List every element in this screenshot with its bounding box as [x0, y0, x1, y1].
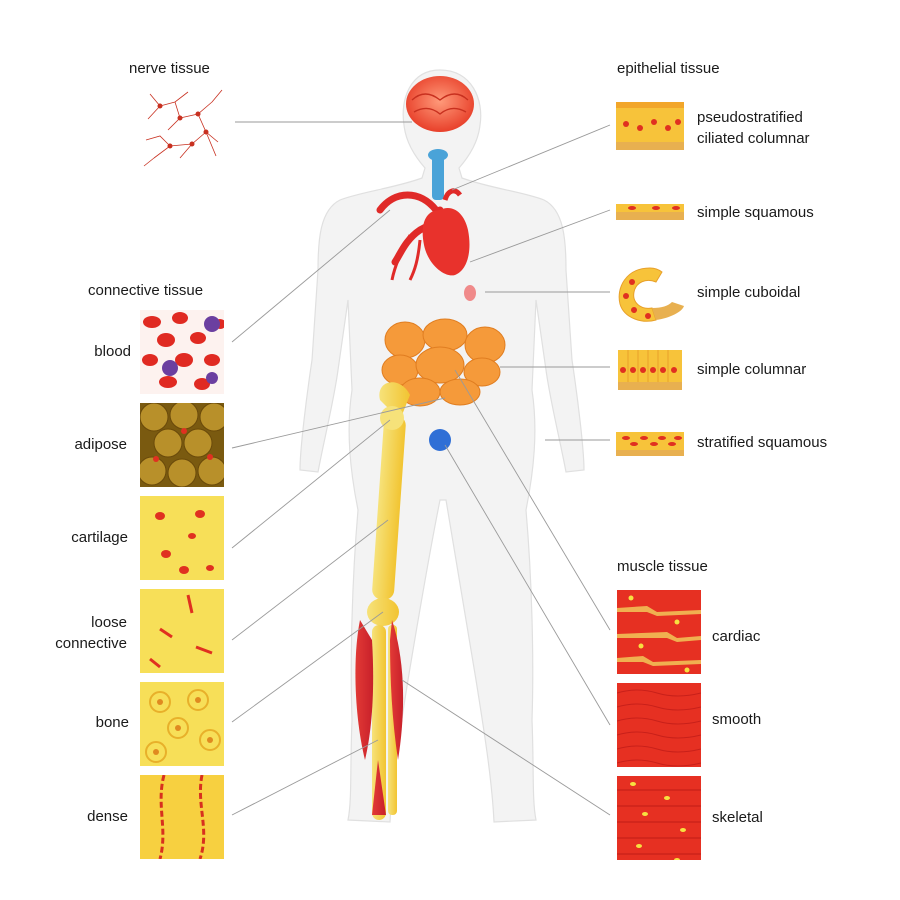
simple-squamous-sample	[616, 204, 684, 220]
simple-columnar-sample	[618, 350, 682, 390]
blood-tile	[140, 310, 224, 394]
label-adipose: adipose	[74, 436, 127, 453]
label-pseudostratified-line1: pseudostratified	[697, 109, 803, 126]
label-pseudostratified-line2: ciliated columnar	[697, 130, 810, 147]
label-loose-connective-line2: connective	[55, 635, 127, 652]
label-cardiac: cardiac	[712, 628, 761, 645]
heading-nerve-tissue: nerve tissue	[129, 60, 210, 77]
bone-tile	[140, 682, 224, 766]
pseudostratified-sample	[616, 102, 684, 150]
stratified-squamous-sample	[616, 432, 684, 456]
heading-muscle-tissue: muscle tissue	[617, 558, 708, 575]
trachea	[432, 150, 444, 200]
simple-cuboidal-sample	[618, 267, 684, 322]
small-organ	[464, 285, 476, 301]
leader-lines	[231, 121, 611, 816]
heading-epithelial-tissue: epithelial tissue	[617, 60, 720, 77]
smooth-muscle-tile	[617, 683, 701, 767]
label-cartilage: cartilage	[71, 529, 128, 546]
loose-connective-tile	[140, 589, 224, 673]
label-dense: dense	[87, 808, 128, 825]
label-loose-connective-line1: loose	[91, 614, 127, 631]
label-bone: bone	[95, 714, 129, 731]
bladder	[429, 429, 451, 451]
label-blood: blood	[94, 343, 131, 360]
cardiac-muscle-tile	[617, 590, 701, 674]
label-smooth: smooth	[712, 711, 762, 728]
label-simple-squamous: simple squamous	[697, 204, 814, 221]
adipose-tile	[140, 403, 224, 487]
label-simple-cuboidal: simple cuboidal	[697, 284, 801, 301]
leg-muscles	[355, 620, 404, 815]
nerve-tissue-tile	[140, 84, 224, 168]
heading-connective-tissue: connective tissue	[88, 282, 204, 299]
label-simple-columnar: simple columnar	[697, 361, 807, 378]
brain	[406, 76, 474, 132]
skeletal-muscle-tile	[617, 776, 701, 860]
label-skeletal: skeletal	[712, 809, 763, 826]
dense-tile	[140, 775, 224, 859]
label-stratified-squamous: stratified squamous	[697, 434, 828, 451]
cartilage-tile	[140, 496, 224, 580]
heart	[422, 208, 470, 276]
